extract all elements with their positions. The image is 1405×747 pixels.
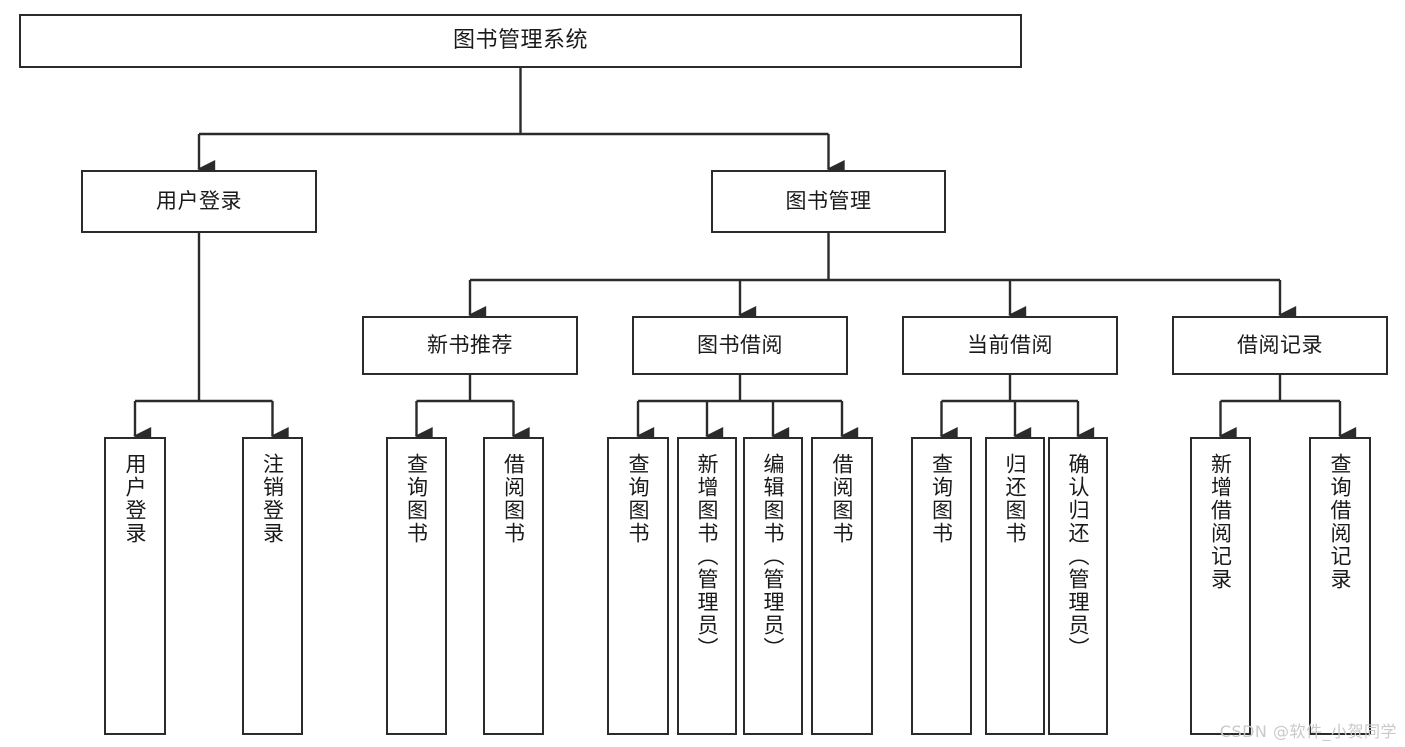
- node-leaf-edit-book[interactable]: 编辑图书（管理员）: [743, 437, 803, 735]
- node-leaf-borrow-book-2[interactable]: 借阅图书: [811, 437, 873, 735]
- node-label: 查询借阅记录: [1328, 453, 1353, 591]
- node-label: 编辑图书（管理员）: [761, 453, 786, 660]
- node-label: 用户登录: [123, 453, 148, 545]
- node-label: 新增图书（管理员）: [695, 453, 720, 660]
- node-leaf-query-book-3[interactable]: 查询图书: [911, 437, 972, 735]
- node-label: 查询图书: [626, 453, 651, 545]
- node-label: 确认归还（管理员）: [1066, 453, 1091, 660]
- node-root[interactable]: 图书管理系统: [19, 14, 1022, 68]
- node-label: 借阅图书: [830, 453, 855, 545]
- node-leaf-query-record[interactable]: 查询借阅记录: [1309, 437, 1371, 735]
- node-leaf-return-book[interactable]: 归还图书: [985, 437, 1045, 735]
- node-label: 查询图书: [404, 453, 429, 545]
- node-leaf-logout[interactable]: 注销登录: [242, 437, 303, 735]
- node-label: 图书借阅: [697, 333, 783, 358]
- node-label: 归还图书: [1003, 453, 1028, 545]
- node-label: 新增借阅记录: [1208, 453, 1233, 591]
- node-leaf-user-login[interactable]: 用户登录: [104, 437, 166, 735]
- node-label: 图书管理系统: [452, 28, 588, 54]
- node-leaf-add-record[interactable]: 新增借阅记录: [1190, 437, 1251, 735]
- node-label: 图书管理: [785, 189, 872, 214]
- node-label: 新书推荐: [427, 333, 513, 358]
- node-current-borrow[interactable]: 当前借阅: [902, 316, 1118, 375]
- node-leaf-borrow-book-1[interactable]: 借阅图书: [483, 437, 544, 735]
- node-leaf-add-book[interactable]: 新增图书（管理员）: [677, 437, 737, 735]
- node-new-book-recommend[interactable]: 新书推荐: [362, 316, 578, 375]
- node-label: 用户登录: [156, 189, 242, 214]
- node-leaf-query-book-1[interactable]: 查询图书: [386, 437, 447, 735]
- node-label: 借阅记录: [1237, 333, 1323, 358]
- node-leaf-confirm-return[interactable]: 确认归还（管理员）: [1048, 437, 1108, 735]
- node-label: 借阅图书: [501, 453, 526, 545]
- node-user-login[interactable]: 用户登录: [81, 170, 317, 233]
- node-label: 查询图书: [929, 453, 954, 545]
- node-borrow-record[interactable]: 借阅记录: [1172, 316, 1388, 375]
- node-label: 注销登录: [260, 453, 285, 545]
- node-book-borrow[interactable]: 图书借阅: [632, 316, 848, 375]
- watermark: CSDN @软件_小贺同学: [1219, 722, 1397, 741]
- node-leaf-query-book-2[interactable]: 查询图书: [607, 437, 669, 735]
- node-label: 当前借阅: [967, 333, 1053, 358]
- node-book-manage[interactable]: 图书管理: [711, 170, 946, 233]
